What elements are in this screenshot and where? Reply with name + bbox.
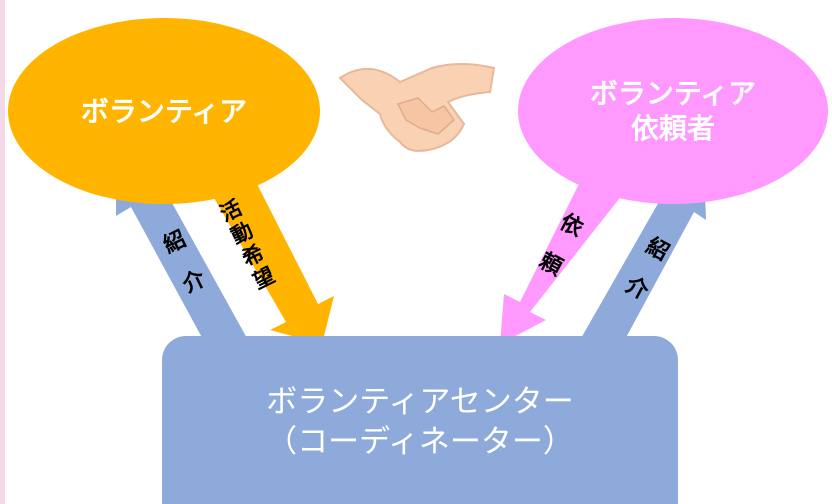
requester-line2: 依頼者 xyxy=(630,112,715,145)
requester-bubble: ボランティア 依頼者 xyxy=(518,18,828,204)
center-line2: （コーディネーター） xyxy=(266,424,574,461)
arrow-right-up xyxy=(580,168,706,356)
volunteer-center-box: ボランティアセンター （コーディネーター） xyxy=(162,336,678,504)
volunteer-bubble: ボランティア xyxy=(8,18,320,204)
handshake-icon xyxy=(338,63,496,152)
center-line1: ボランティアセンター xyxy=(266,384,574,420)
arrow-left-up xyxy=(116,168,248,356)
left-edge-stripe xyxy=(0,0,5,504)
arrow-left-down xyxy=(214,182,334,344)
requester-line1: ボランティア xyxy=(589,77,757,110)
volunteer-label: ボランティア xyxy=(80,94,248,128)
arrow-right-down xyxy=(500,174,626,344)
